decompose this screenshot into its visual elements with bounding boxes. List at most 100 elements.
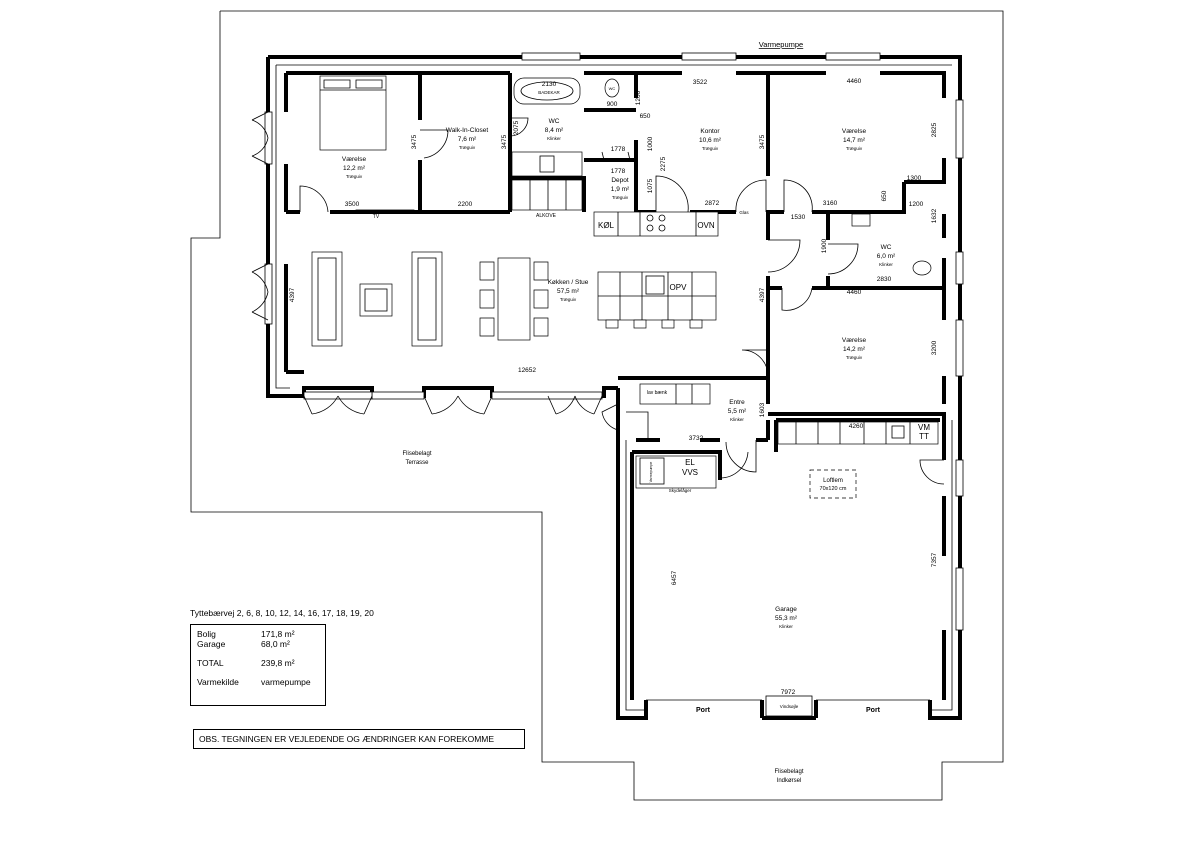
utility-room xyxy=(635,455,717,489)
terrasse-label-2: Terrasse xyxy=(405,460,429,466)
windows xyxy=(264,52,964,717)
dim-1778b: 1778 xyxy=(611,168,626,175)
room-walkin-floor: Træguiv xyxy=(459,145,476,150)
room-walkin-name: Walk-In-Closet xyxy=(446,127,489,134)
bathtub xyxy=(513,77,581,105)
room-kontor-area: 10,6 m² xyxy=(699,137,722,144)
dim-1200a: 1200 xyxy=(635,90,642,105)
varmekilde-value: varmepumpe xyxy=(261,677,311,687)
room-vaerelse-2-floor: Træguiv xyxy=(846,146,863,151)
room-kokken-area: 57,5 m² xyxy=(557,288,580,295)
loftlem-hatch xyxy=(809,469,857,499)
total-label: TOTAL xyxy=(197,658,224,668)
room-kokken-name: Køkken / Stue xyxy=(548,279,589,286)
ovn-label: OVN xyxy=(697,221,715,230)
dim-900: 900 xyxy=(607,101,618,108)
dim-2200: 2200 xyxy=(458,201,473,208)
room-vaerelse-1-floor: Træguiv xyxy=(346,174,363,179)
room-vaerelse-2-name: Værelse xyxy=(842,128,867,135)
vvs-label: VVS xyxy=(682,468,698,477)
dim-1075: 1075 xyxy=(647,178,654,193)
dim-4397a: 4397 xyxy=(289,287,296,302)
dim-1632: 1632 xyxy=(931,208,938,223)
room-garage-name: Garage xyxy=(775,606,797,613)
vindseale-label: Vindsøjle xyxy=(780,704,799,709)
dim-3475c: 3475 xyxy=(759,134,766,149)
tt-label: TT xyxy=(919,432,929,441)
info-panel: Tyttebærvej 2, 6, 8, 10, 12, 14, 16, 17,… xyxy=(190,608,535,706)
room-depot-floor: Træguiv xyxy=(612,195,629,200)
room-garage-area: 55,3 m² xyxy=(775,615,798,622)
loftlem-size-label: 70x120 cm xyxy=(820,486,847,492)
room-kontor-name: Kontor xyxy=(700,128,720,135)
door-swings xyxy=(251,111,945,701)
plan-annotations: Varmepumpe BADEKAR WC ALKOVE TV KØL OVN … xyxy=(373,40,931,784)
tv-label: TV xyxy=(373,214,380,220)
wc-symbol-label: WC xyxy=(609,86,616,91)
sink-1 xyxy=(851,213,871,227)
total-value: 239,8 m² xyxy=(261,658,295,668)
double-bed xyxy=(319,75,387,151)
bolig-label: Bolig xyxy=(197,629,216,639)
room-kokken-floor: Træguiv xyxy=(560,297,577,302)
sofa-left xyxy=(311,251,343,347)
toilet-2 xyxy=(912,260,932,276)
room-vaerelse-3-name: Værelse xyxy=(842,337,867,344)
room-vaerelse-1-area: 12,2 m² xyxy=(343,165,366,172)
dim-3732: 3732 xyxy=(689,435,704,442)
dim-2825: 2825 xyxy=(931,122,938,137)
garage-label: Garage xyxy=(197,639,226,649)
varmekilde-label: Varmekilde xyxy=(197,677,239,687)
skydelaager-label: Skydelåger xyxy=(669,487,692,493)
indkorsel-label-1: Flisebelagt xyxy=(774,769,803,775)
dim-3500: 3500 xyxy=(345,201,360,208)
loftlem-label: Loftlem xyxy=(823,478,843,484)
port-left-label: Port xyxy=(696,707,711,714)
alkove-label: ALKOVE xyxy=(536,213,557,219)
disclaimer-notice: OBS. TEGNINGEN ER VEJLEDENDE OG ÆNDRINGE… xyxy=(193,729,525,749)
dim-1900: 1900 xyxy=(821,238,828,253)
dim-7357: 7357 xyxy=(931,552,938,567)
kitchen-counter xyxy=(593,211,719,237)
vm-label: VM xyxy=(918,423,930,432)
glas-label: Glas xyxy=(739,210,749,215)
room-depot-area: 1,9 m² xyxy=(611,186,630,193)
room-wc-1-area: 8,4 m² xyxy=(545,127,564,134)
dim-2830: 2830 xyxy=(877,276,892,283)
dim-3160: 3160 xyxy=(823,200,838,207)
dim-650b: 650 xyxy=(881,190,888,201)
room-depot-name: Depot xyxy=(611,177,629,184)
room-entre-floor: Klinker xyxy=(730,417,744,422)
dim-4260: 4260 xyxy=(849,423,864,430)
dim-7972: 7972 xyxy=(781,689,796,696)
room-wc-2-name: WC xyxy=(881,244,892,251)
varmepumpe-label: Varmepumpe xyxy=(759,40,803,49)
dimension-labels: 3500 2200 3475 3475 2075 2130 1200 900 6… xyxy=(289,78,938,696)
indkorsel-label-2: Indkørsel xyxy=(777,778,802,784)
dim-6457: 6457 xyxy=(671,570,678,585)
dim-1200b: 1200 xyxy=(909,201,924,208)
dim-3475b: 3475 xyxy=(501,134,508,149)
varmepumpe-small-label: Varmepumpe xyxy=(649,462,653,483)
dim-3522: 3522 xyxy=(693,79,708,86)
entre-bench xyxy=(639,383,711,405)
room-garage-floor: Klinker xyxy=(779,624,793,629)
room-vaerelse-3-floor: Træguiv xyxy=(846,355,863,360)
dim-2075: 2075 xyxy=(513,120,520,135)
site-boundary xyxy=(190,10,1004,801)
room-wc-1-name: WC xyxy=(549,118,560,125)
terrasse-label-1: Flisebelagt xyxy=(402,451,431,457)
dim-2275: 2275 xyxy=(660,156,667,171)
dim-1000: 1000 xyxy=(647,136,654,151)
room-entre-area: 5,5 m² xyxy=(728,408,747,415)
garage-value: 68,0 m² xyxy=(261,639,290,649)
room-wc-2-floor: Klinker xyxy=(879,262,893,267)
dim-4460b: 4460 xyxy=(847,289,862,296)
opv-label: OPV xyxy=(670,283,688,292)
room-entre-name: Entre xyxy=(729,399,745,406)
dim-1530: 1530 xyxy=(791,214,806,221)
dining-table xyxy=(497,257,531,341)
dim-12652: 12652 xyxy=(518,367,536,374)
